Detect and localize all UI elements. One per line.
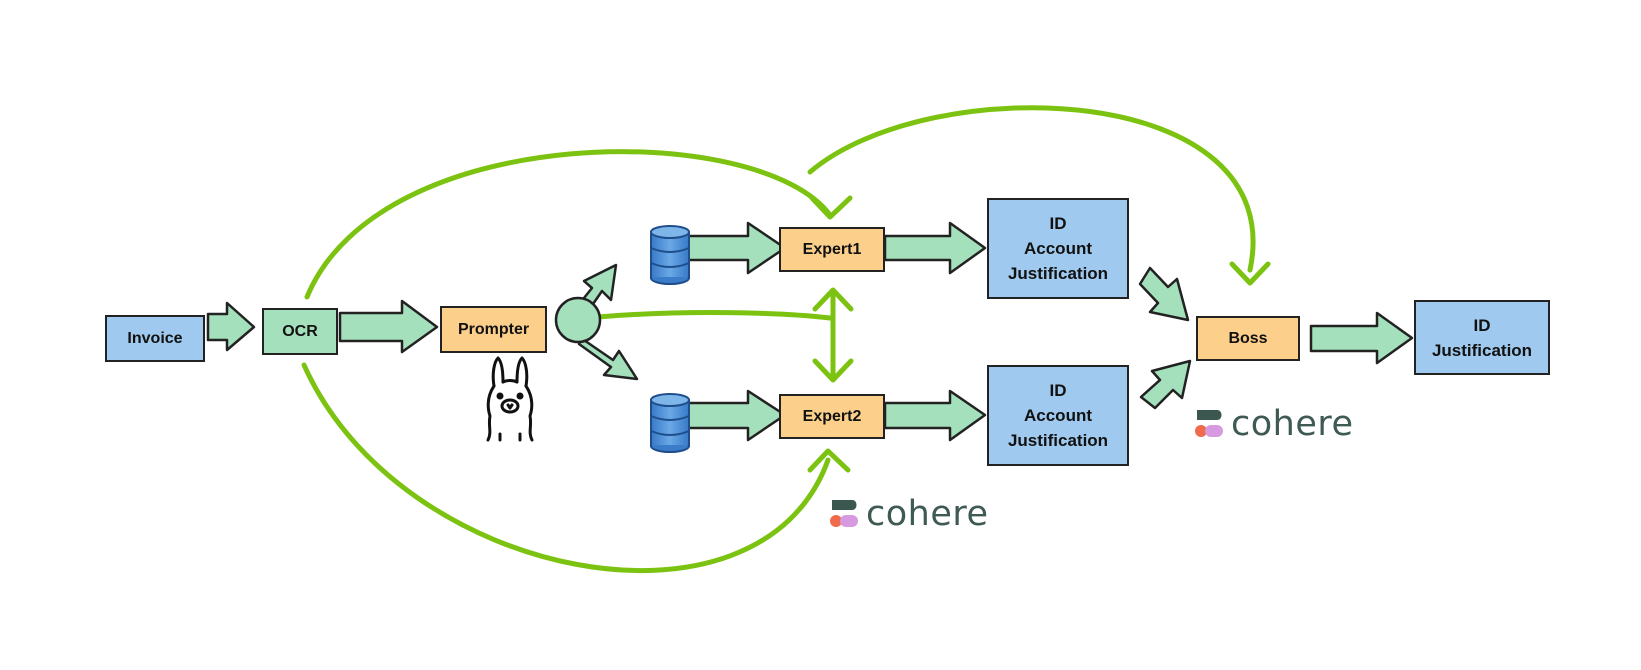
invoice-label: Invoice [127,330,183,347]
final-id-label: ID [1473,315,1491,335]
arrow-invoice-ocr [206,301,256,352]
cohere-logo-icon [1195,410,1223,437]
final-justification-label: Justification [1431,340,1533,360]
curve-ocr-to-expert2 [301,362,831,573]
cohere-logo-icon [830,500,858,527]
curve-ocr-to-expert1 [304,149,833,300]
output2-node: ID Account Justification [987,365,1129,466]
ocr-label: OCR [282,323,318,340]
output2-id-label: ID [1049,381,1067,400]
output1-id-label: ID [1049,214,1067,233]
llama-icon [486,356,534,442]
arrow-expert2-output2 [883,389,987,442]
final-node: ID Justification [1414,300,1550,375]
prompter-node: Prompter [440,306,547,353]
curve-circle-to-experts [595,310,833,321]
cohere-wordmark: cohere [1231,404,1354,444]
cohere-logo-expert: cohere [828,494,989,534]
curve-expert1-to-boss [807,105,1256,273]
prompter-label: Prompter [457,321,530,338]
output1-justification-label: Justification [1007,264,1109,283]
arrow-output1-boss [1138,266,1190,322]
router-circle [554,296,602,344]
expert1-node: Expert1 [779,227,885,272]
expert2-label: Expert2 [802,408,862,425]
arrowhead-expert1-up [812,287,854,312]
database-icon [650,393,690,453]
cohere-logo-boss: cohere [1193,404,1354,444]
output2-justification-label: Justification [1007,431,1109,450]
ocr-node: OCR [262,308,338,355]
boss-label: Boss [1228,330,1268,347]
arrow-expert1-output1 [883,221,987,275]
expert2-node: Expert2 [779,394,885,439]
output1-account-label: Account [1024,239,1092,258]
arrow-ocr-prompter [338,299,439,354]
output2-account-label: Account [1024,406,1092,425]
arrowhead-expert1 [809,195,853,220]
arrowhead-boss [1229,261,1271,286]
arrow-boss-final [1309,311,1414,365]
arrow-circle-db2 [577,336,639,381]
expert1-label: Expert1 [802,241,862,258]
arrow-db2-expert2 [674,389,787,442]
boss-node: Boss [1196,316,1300,361]
invoice-node: Invoice [105,315,205,362]
arrow-output2-boss [1139,359,1192,410]
cohere-wordmark: cohere [866,494,989,534]
arrowhead-expert2 [807,448,851,473]
output1-node: ID Account Justification [987,198,1129,299]
arrow-db1-expert1 [674,221,787,275]
arrowhead-expert2-down [812,358,854,383]
database-icon [650,225,690,285]
